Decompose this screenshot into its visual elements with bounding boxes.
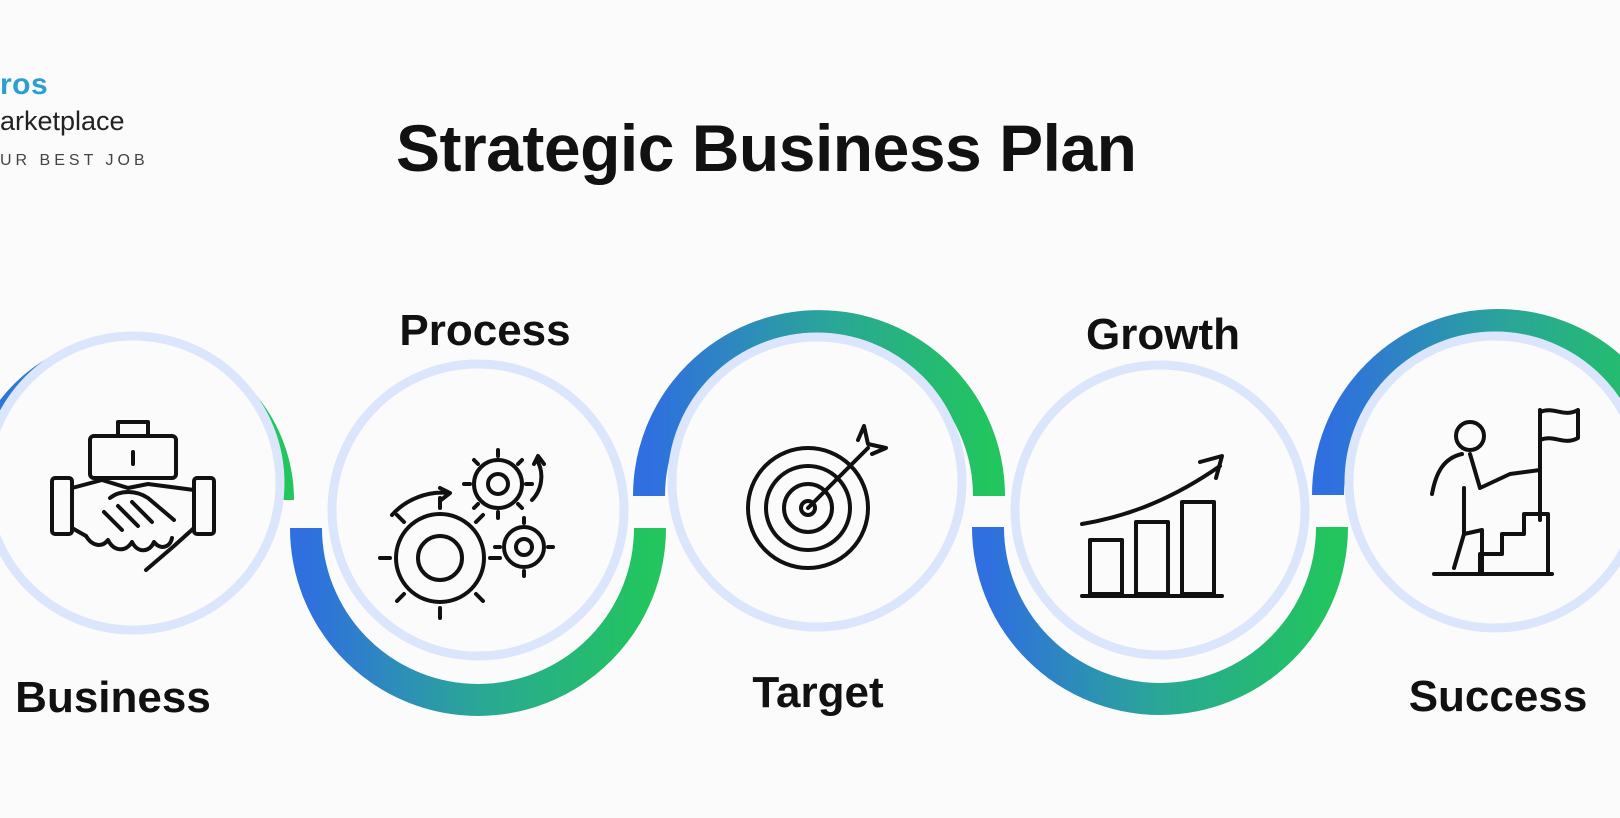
step-label-success: Success: [1408, 672, 1588, 721]
arc-process: [290, 527, 666, 716]
arc-growth: [972, 526, 1348, 715]
gears-icon: [378, 448, 555, 620]
step-label-process: Process: [399, 306, 571, 355]
ring-target: [667, 332, 967, 632]
step-label-business: Business: [15, 673, 211, 722]
logo-brand: ros: [0, 68, 49, 101]
logo-tagline: UR BEST JOB: [0, 152, 149, 169]
ring-growth: [1010, 360, 1310, 660]
arc-target: [633, 310, 1005, 497]
success-flag-icon: [1430, 408, 1580, 576]
logo-subtitle: arketplace: [0, 106, 125, 136]
ring-business: [0, 331, 285, 635]
ring-success: [1344, 331, 1620, 633]
handshake-icon: [50, 420, 216, 572]
step-label-growth: Growth: [1086, 310, 1240, 359]
page-title: Strategic Business Plan: [396, 111, 1137, 185]
step-label-target: Target: [752, 668, 884, 717]
target-icon: [746, 424, 888, 570]
ring-process: [327, 359, 629, 661]
arc-success: [1312, 309, 1620, 496]
growth-chart-icon: [1080, 454, 1224, 598]
